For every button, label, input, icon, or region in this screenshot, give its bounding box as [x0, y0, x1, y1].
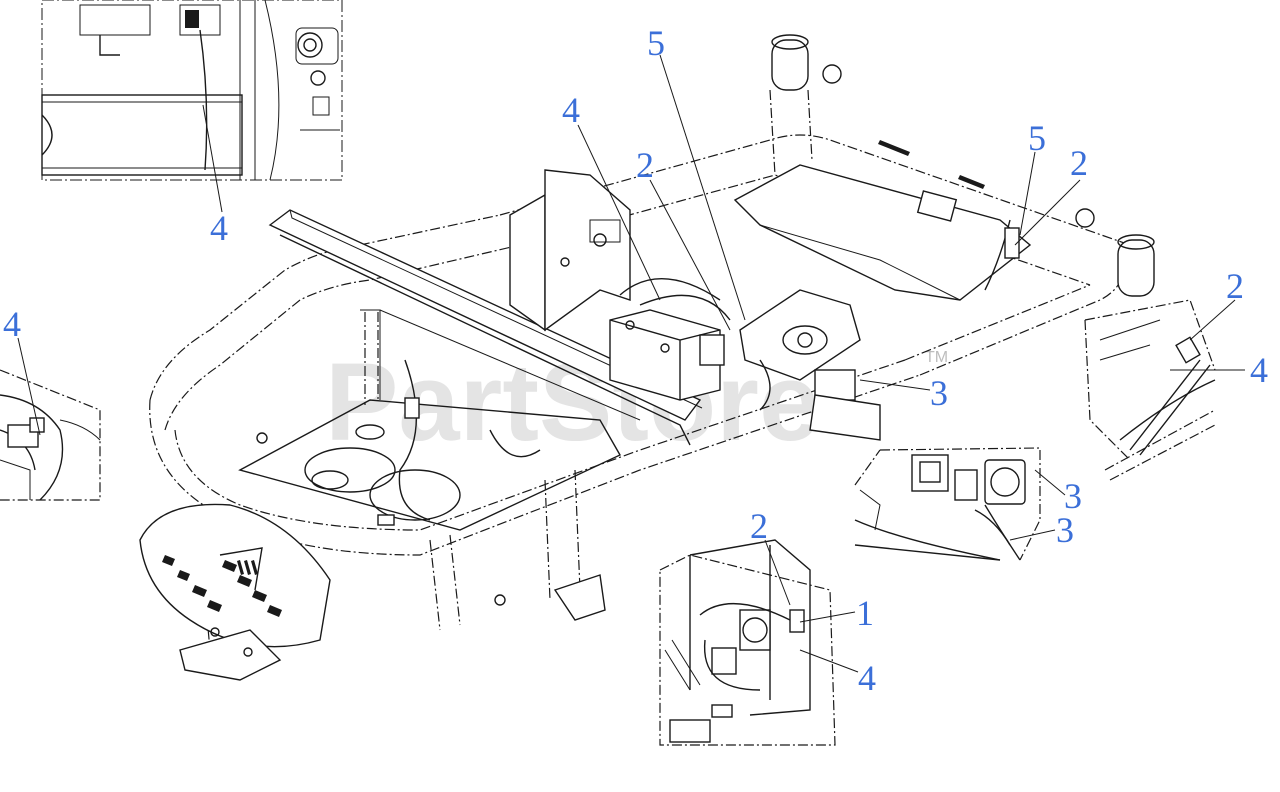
leader-lines [17, 54, 1245, 673]
callout-5-rear: 5 [1028, 118, 1046, 158]
callout-4-left: 4 [3, 304, 21, 344]
callout-5-top: 5 [647, 23, 665, 63]
callouts: 4 4 5 4 2 5 2 2 4 3 3 3 2 1 4 [3, 23, 1268, 698]
watermark-trademark: TM [925, 349, 948, 366]
callout-4-top-left: 4 [210, 208, 228, 248]
callout-3-connector-upper: 3 [1064, 476, 1082, 516]
callout-4-battery: 4 [562, 90, 580, 130]
inset-top-left [41, 0, 343, 181]
inset-right [1084, 299, 1216, 481]
callout-2-bottom: 2 [750, 506, 768, 546]
callout-4-bottom: 4 [858, 658, 876, 698]
callout-4-right: 4 [1250, 350, 1268, 390]
callout-2-rear: 2 [1070, 143, 1088, 183]
inset-bottom [659, 539, 836, 746]
callout-2-right: 2 [1226, 266, 1244, 306]
inset-left [0, 369, 101, 501]
callout-3-connector-lower: 3 [1056, 510, 1074, 550]
callout-2-battery: 2 [636, 145, 654, 185]
main-chassis [139, 34, 1155, 681]
inset-connectors [854, 447, 1041, 561]
callout-1-bottom: 1 [856, 593, 874, 633]
callout-3-center: 3 [930, 373, 948, 413]
